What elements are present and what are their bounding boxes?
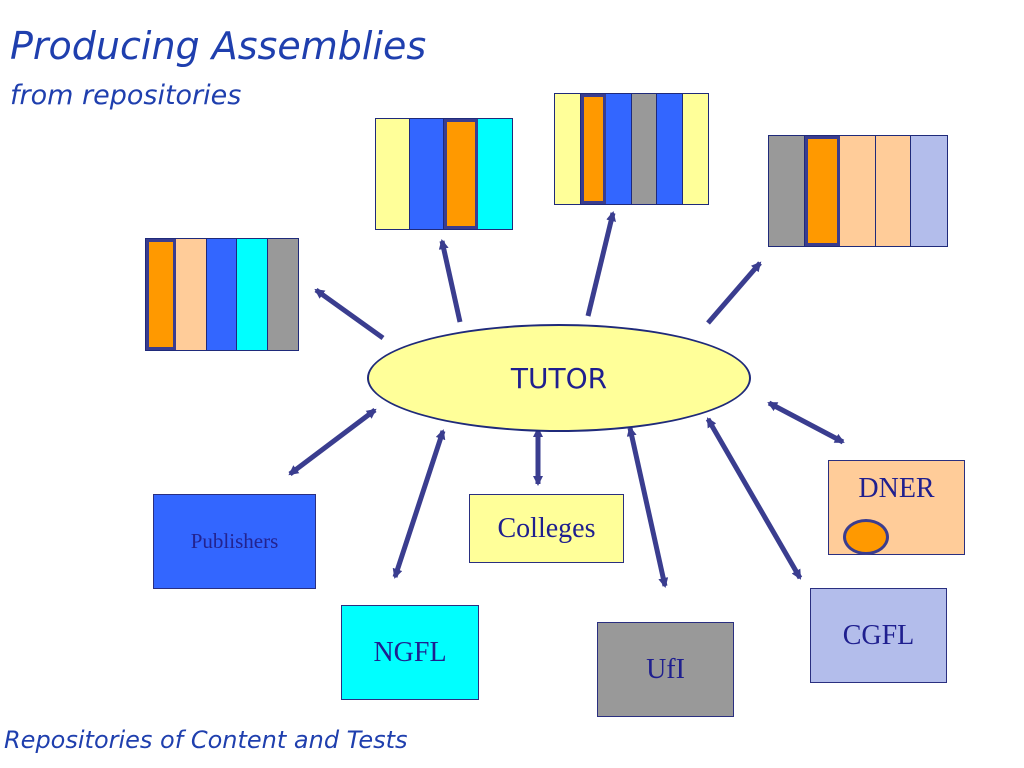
assembly-4-strip-2 xyxy=(804,136,841,246)
repo-ufi-label: UfI xyxy=(646,653,685,685)
assembly-2-strip-2 xyxy=(410,119,444,229)
assembly-3-strip-2 xyxy=(580,94,606,204)
assembly-1-strip-4 xyxy=(237,239,268,350)
assembly-4-strip-4 xyxy=(875,136,912,246)
assembly-1-strip-3 xyxy=(206,239,238,350)
arrow-ufi xyxy=(626,426,669,588)
slide-title: Producing Assemblies xyxy=(10,24,427,68)
assembly-1-strip-5 xyxy=(267,239,298,350)
assembly-3-strip-5 xyxy=(657,94,683,204)
repo-ufi: UfI xyxy=(597,622,734,717)
arrow-to-assembly-1 xyxy=(314,287,385,341)
repo-ngfl-label: NGFL xyxy=(373,636,447,668)
arrow-to-assembly-4 xyxy=(706,261,762,325)
repo-ngfl: NGFL xyxy=(341,605,479,700)
arrow-dner xyxy=(767,400,845,445)
assembly-4-strip-5 xyxy=(911,136,947,246)
assembly-3-strip-1 xyxy=(555,94,581,204)
assembly-2-strip-4 xyxy=(478,119,512,229)
arrow-publishers xyxy=(288,408,377,476)
assembly-1-strip-1 xyxy=(146,239,177,350)
assembly-2-strip-1 xyxy=(376,119,410,229)
assembly-3-strip-6 xyxy=(682,94,708,204)
tutor-label: TUTOR xyxy=(510,361,608,395)
repo-colleges-label: Colleges xyxy=(497,512,596,544)
assembly-2-strip-3 xyxy=(444,119,478,229)
repo-dner-label: DNER xyxy=(858,473,935,504)
assembly-3-strip-3 xyxy=(606,94,632,204)
footer-caption: Repositories of Content and Tests xyxy=(4,726,408,754)
assembly-4-strip-3 xyxy=(840,136,876,246)
tutor-hub: TUTOR xyxy=(367,324,751,432)
repo-publishers-label: Publishers xyxy=(190,529,279,553)
assembly-4 xyxy=(768,135,948,247)
arrow-cgfl xyxy=(705,417,803,580)
repo-cgfl-label: CGFL xyxy=(842,619,915,651)
arrow-to-assembly-2 xyxy=(438,239,463,323)
assembly-3 xyxy=(554,93,709,205)
assembly-2 xyxy=(375,118,513,230)
repo-cgfl: CGFL xyxy=(810,588,947,683)
assembly-4-strip-1 xyxy=(769,136,805,246)
arrow-to-assembly-3 xyxy=(585,211,616,317)
repo-publishers: Publishers xyxy=(153,494,316,589)
assembly-1-strip-2 xyxy=(176,239,207,350)
arrow-ngfl xyxy=(392,429,446,579)
dner-marker-dot xyxy=(843,519,889,555)
assembly-1 xyxy=(145,238,299,351)
slide-subtitle: from repositories xyxy=(10,80,242,111)
assembly-3-strip-4 xyxy=(631,94,657,204)
repo-colleges: Colleges xyxy=(469,494,624,563)
